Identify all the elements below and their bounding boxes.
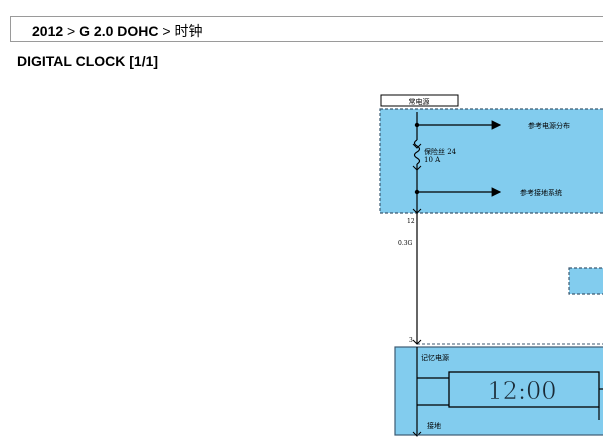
arrow-top-label: 参考电源分布 <box>528 121 570 130</box>
breadcrumb: 2012 > G 2.0 DOHC > 时钟 <box>10 16 603 42</box>
clock-display <box>448 371 600 408</box>
breadcrumb-separator: > <box>67 23 76 39</box>
pin-bottom-number: 3 <box>409 337 413 344</box>
breadcrumb-separator: > <box>162 23 171 39</box>
pin-top-number: 12 <box>407 218 415 225</box>
side-component-box <box>568 267 603 295</box>
breadcrumb-section: 时钟 <box>174 23 203 39</box>
connector-chevron-icon <box>412 143 422 149</box>
clock-display-time: 12:00 <box>487 377 556 405</box>
memory-power-label: 记忆电源 <box>421 353 449 362</box>
ground-label: 接地 <box>427 421 441 430</box>
connector-chevron-icon <box>412 339 422 345</box>
wire-gauge-label: 0.3G <box>398 240 413 247</box>
connector-chevron-icon <box>412 431 422 437</box>
fuse-icon <box>413 139 421 165</box>
power-label-box <box>380 94 459 107</box>
power-box-label: 常电源 <box>409 97 430 106</box>
breadcrumb-engine[interactable]: G 2.0 DOHC <box>79 23 159 39</box>
arrow-bottom-label: 参考接地系统 <box>520 188 562 197</box>
fuse-label: 保险丝 24 <box>424 147 457 156</box>
breadcrumb-year[interactable]: 2012 <box>32 23 64 39</box>
page-title: DIGITAL CLOCK [1/1] <box>17 53 159 69</box>
fuse-rating: 10 A <box>424 156 441 164</box>
